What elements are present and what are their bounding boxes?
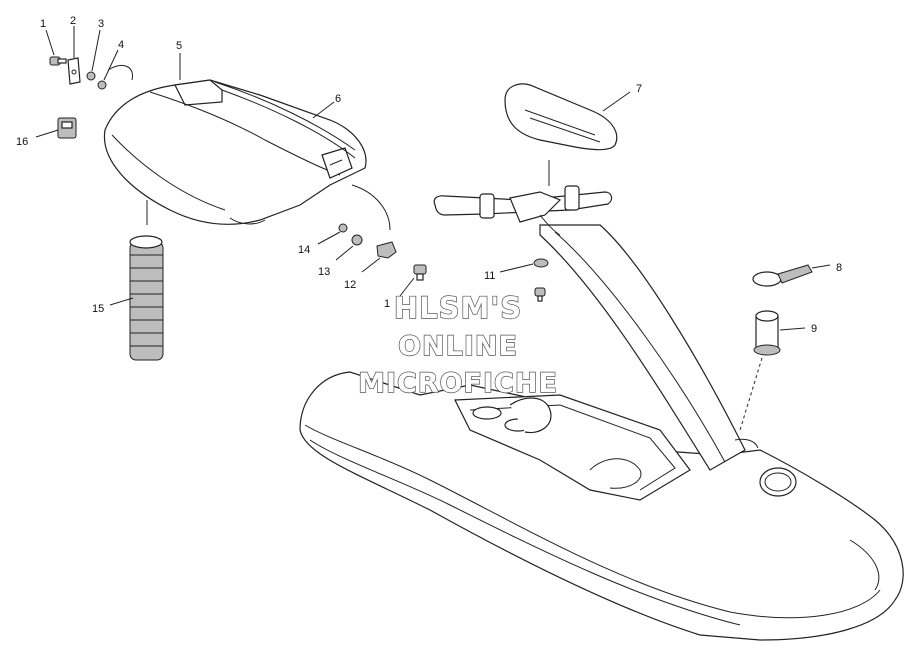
callout-14: 14 bbox=[298, 244, 310, 256]
callout-labels: 1 2 3 4 5 6 7 8 9 1 11 12 13 14 15 16 bbox=[16, 15, 842, 335]
callout-4: 4 bbox=[118, 39, 124, 51]
callout-1: 1 bbox=[40, 18, 46, 30]
callout-11: 11 bbox=[484, 270, 495, 282]
callout-8: 8 bbox=[836, 262, 842, 274]
part-11-screw bbox=[534, 287, 546, 302]
part-9-drain-cap bbox=[739, 310, 806, 431]
part-12-bumper bbox=[361, 241, 397, 273]
callout-10: 1 bbox=[384, 298, 390, 310]
callout-7: 7 bbox=[636, 83, 642, 95]
callout-2: 2 bbox=[70, 15, 76, 27]
part-4-nut bbox=[97, 49, 119, 90]
part-8-hose-clamp bbox=[752, 264, 831, 287]
part-3-washer bbox=[86, 29, 101, 81]
handlebar bbox=[433, 160, 613, 236]
callout-13: 13 bbox=[318, 266, 330, 278]
part-16-clip bbox=[35, 117, 77, 139]
tether-arc bbox=[107, 65, 134, 81]
part-14-nut bbox=[317, 223, 348, 245]
part-6-cover-seal bbox=[214, 81, 356, 159]
part-11-washer bbox=[499, 258, 549, 273]
watermark-line-1: HLSM'S bbox=[394, 291, 522, 325]
watermark-line-3: MICROFICHE bbox=[358, 368, 558, 399]
watermark: HLSM'S ONLINE MICROFICHE bbox=[357, 290, 558, 399]
callout-15: 15 bbox=[92, 303, 104, 315]
callout-6: 6 bbox=[335, 93, 341, 105]
tether-arc-right bbox=[351, 184, 391, 231]
steering-pole bbox=[539, 224, 759, 471]
part-2-bracket bbox=[67, 26, 81, 85]
callout-12: 12 bbox=[344, 279, 356, 291]
part-7-steering-pad bbox=[504, 83, 631, 151]
part-10-screw bbox=[399, 264, 427, 297]
callout-9: 9 bbox=[811, 323, 817, 335]
callout-5: 5 bbox=[176, 40, 182, 52]
part-1-bolt bbox=[45, 29, 67, 66]
watermark-line-2: ONLINE bbox=[398, 331, 518, 362]
part-15-hose bbox=[109, 200, 164, 361]
part-5-engine-cover bbox=[103, 79, 367, 225]
callout-3: 3 bbox=[98, 18, 104, 30]
callout-16: 16 bbox=[16, 136, 28, 148]
hull bbox=[299, 371, 904, 641]
part-13-washer bbox=[335, 234, 363, 261]
